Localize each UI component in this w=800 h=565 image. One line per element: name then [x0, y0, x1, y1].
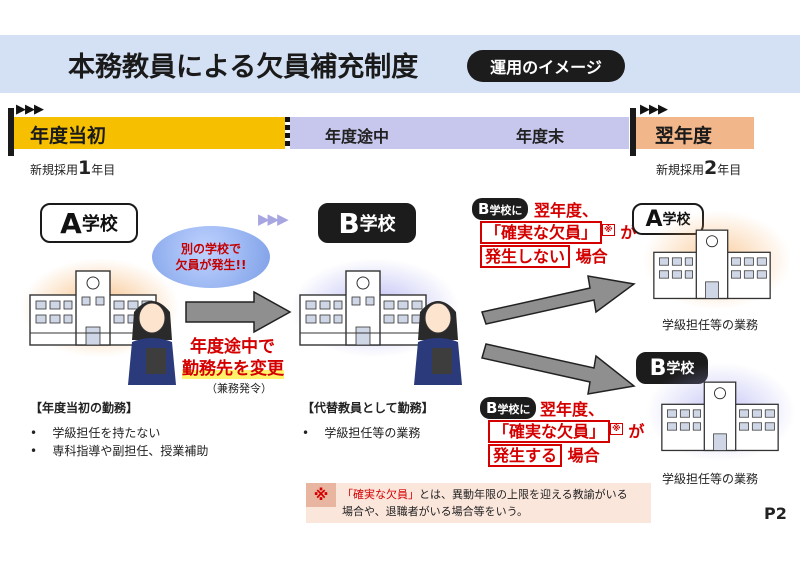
- a-duty-item: • 専科指導や副担任、授業補助: [30, 444, 209, 458]
- branch-arrow-down-icon: [481, 343, 636, 395]
- b-duty-item: • 学級担任等の業務: [302, 426, 421, 440]
- timeline-divider: [285, 117, 290, 149]
- title-bar: [0, 35, 800, 93]
- footnote-text: 「確実な欠員」とは、異動年限の上限を迎える教諭がいる 場合や、退職者がいる場合等…: [342, 488, 628, 519]
- title-pill: 運用のイメージ: [467, 50, 625, 82]
- case-a-line3: 発生しない 場合: [480, 243, 608, 268]
- timeline-start-bar: [8, 108, 14, 156]
- case-a-line1: 翌年度、: [534, 201, 599, 220]
- vacancy-bubble: 別の学校で欠員が発生!!: [152, 226, 270, 288]
- timeline-start-segment: [14, 117, 286, 149]
- page-number: P2: [764, 504, 787, 523]
- case-b-pill: B学校に: [480, 397, 537, 419]
- timeline-end-label: 年度末: [516, 127, 565, 146]
- page-title: 本務教員による欠員補充制度: [68, 52, 419, 83]
- timeline-end-bar: [630, 108, 636, 156]
- case-a-pill: B学校に: [472, 198, 529, 220]
- a-duty-item: • 学級担任を持たない: [30, 426, 161, 440]
- teacher-icon: [128, 301, 176, 385]
- new-hire-year2: 新規採用2年目: [656, 157, 742, 179]
- timeline-middle-label: 年度途中: [325, 127, 390, 146]
- timeline-arrows-icon: ▶▶▶: [640, 102, 668, 117]
- case-b-line1: 翌年度、: [540, 400, 605, 419]
- a-duties-heading: 【年度当初の勤務】: [30, 401, 139, 415]
- triangles-icon: ▶▶▶: [258, 210, 289, 228]
- timeline-next-segment: [634, 117, 754, 149]
- result-a-duty: 学級担任等の業務: [662, 318, 759, 332]
- case-a-line2: 「確実な欠員」※ が: [480, 219, 636, 244]
- b-duties-heading: 【代替教員として勤務】: [302, 401, 434, 415]
- case-b-line2: 「確実な欠員」※ が: [488, 418, 644, 443]
- timeline-arrows-icon: ▶▶▶: [16, 102, 44, 117]
- result-b-duty: 学級担任等の業務: [662, 472, 759, 486]
- transfer-line2: 勤務先を変更: [182, 359, 284, 379]
- transfer-note: （兼務発令）: [206, 382, 272, 395]
- result-school-a-building-icon: [653, 229, 771, 300]
- teacher-icon: [414, 301, 462, 385]
- result-school-b-building-icon: [661, 381, 779, 452]
- case-b-line3: 発生する 場合: [488, 442, 600, 467]
- new-hire-year1: 新規採用1年目: [30, 157, 116, 179]
- timeline-start-label: 年度当初: [30, 125, 107, 147]
- footnote-mark: ※: [306, 483, 336, 507]
- transfer-line1: 年度途中で: [190, 337, 275, 357]
- school-b-building-icon: [299, 270, 427, 346]
- branch-arrow-up-icon: [481, 275, 636, 325]
- timeline-next-label: 翌年度: [655, 125, 713, 147]
- timeline-middle-segment: [289, 117, 629, 149]
- transfer-arrow-icon: [185, 290, 292, 334]
- footnote-box: [306, 483, 651, 523]
